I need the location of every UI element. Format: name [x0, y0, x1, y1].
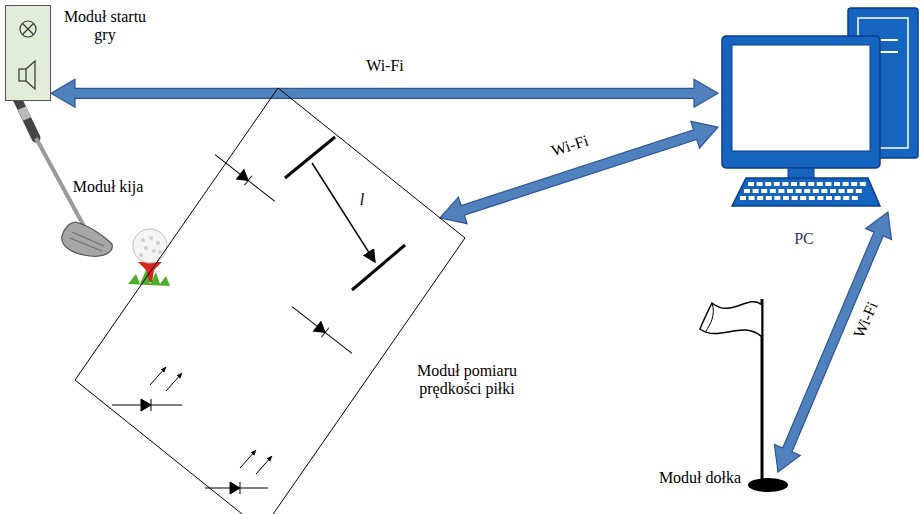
node-shape: [650, 285, 830, 500]
module-box: [6, 6, 51, 101]
hole-module: Moduł dołka: [650, 285, 830, 500]
link-label: Wi-Fi: [547, 131, 592, 161]
node-shape: [75, 86, 467, 514]
link-label: Wi-Fi: [364, 57, 406, 75]
module-name: Moduł pomiaru prędkości piłki: [397, 362, 537, 399]
diode-symbol: [288, 302, 355, 358]
wifi-arrow: [51, 79, 718, 107]
module-name: Moduł startu gry: [59, 8, 151, 45]
dimension-label: l: [358, 191, 366, 209]
photodiode-symbol: [112, 367, 182, 411]
light-barrier: [285, 137, 405, 290]
computer-icon: [722, 8, 918, 206]
golf-ball: [128, 229, 170, 286]
module-name: PC: [784, 230, 824, 248]
speaker-symbol: [19, 61, 35, 89]
hole-flag: [700, 299, 788, 492]
node-shape: [5, 5, 51, 101]
wifi-arrow: [774, 212, 891, 472]
golf-club: [14, 92, 112, 256]
lamp-symbol: [20, 21, 36, 37]
diode-symbol: [211, 150, 278, 206]
module-name: Moduł dołka: [650, 469, 750, 487]
module-outline: [75, 88, 465, 514]
measurement-module: Moduł pomiaru prędkości piłki: [75, 86, 467, 514]
node-shape: [718, 0, 923, 212]
pc: PC: [718, 0, 923, 212]
module-label: Moduł kija: [71, 178, 146, 196]
start-module: Moduł startu gry: [5, 5, 51, 101]
photodiode-symbol: [205, 450, 272, 494]
wifi-arrow: [440, 121, 718, 223]
